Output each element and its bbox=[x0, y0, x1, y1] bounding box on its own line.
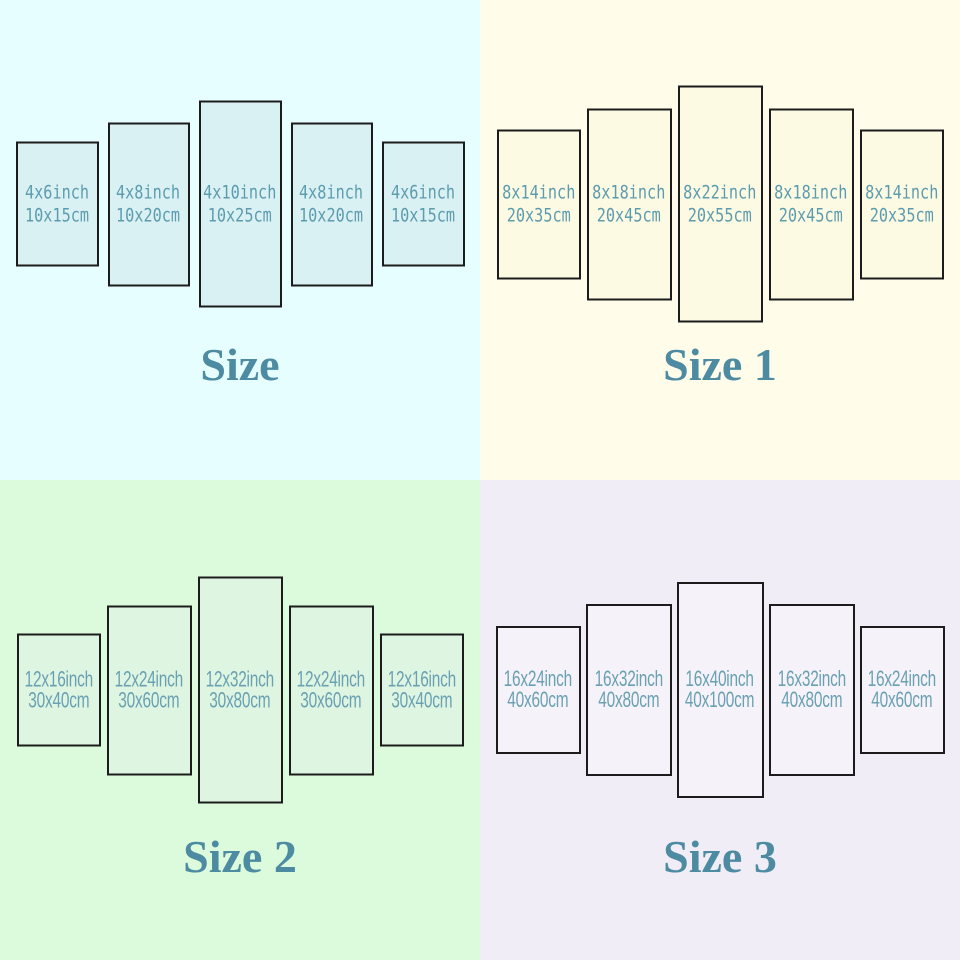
size-inches-text: 16x32inch bbox=[594, 666, 663, 692]
size-inches-text: 12x24inch bbox=[296, 666, 366, 692]
panel-size-label: 4x8inch 10x20cm bbox=[116, 182, 180, 226]
size-cm-text: 10x25cm bbox=[207, 204, 273, 226]
size-cm-text: 20x35cm bbox=[506, 204, 571, 226]
canvas-panel: 4x6inch 10x15cm bbox=[15, 141, 99, 267]
size-chart-quadrant: 12x16inch 30x40cm 12x24inch 30x60cm 12x3… bbox=[0, 480, 480, 960]
panel-size-label: 4x10inch 10x25cm bbox=[203, 182, 276, 226]
panel-size-label: 16x32inch 40x80cm bbox=[594, 666, 663, 712]
panel-size-label: 16x40inch 40x100cm bbox=[685, 666, 755, 712]
panel-size-label: 8x14inch 20x35cm bbox=[865, 182, 938, 226]
size-inches-text: 8x22inch bbox=[683, 181, 757, 204]
size-inches-text: 8x14inch bbox=[864, 181, 939, 204]
canvas-panel: 8x22inch 20x55cm bbox=[677, 85, 763, 323]
panel-size-label: 12x24inch 30x60cm bbox=[296, 666, 366, 712]
size-inches-text: 12x32inch bbox=[205, 666, 275, 692]
size-inches-text: 4x8inch bbox=[116, 181, 181, 204]
panel-size-label: 16x32inch 40x80cm bbox=[777, 666, 846, 712]
size-cm-text: 20x45cm bbox=[596, 204, 662, 226]
size-inches-text: 4x8inch bbox=[299, 181, 364, 204]
panel-size-label: 4x6inch 10x15cm bbox=[391, 182, 455, 226]
canvas-panel: 4x8inch 10x20cm bbox=[107, 122, 190, 286]
size-inches-text: 12x16inch bbox=[24, 666, 93, 692]
size-inches-text: 4x6inch bbox=[390, 181, 456, 204]
panel-size-label: 12x16inch 30x40cm bbox=[24, 666, 93, 712]
size-inches-text: 16x40inch bbox=[685, 666, 755, 692]
canvas-panel: 4x8inch 10x20cm bbox=[290, 122, 373, 286]
size-inches-text: 4x10inch bbox=[203, 181, 277, 204]
size-inches-text: 16x32inch bbox=[777, 666, 846, 692]
size-cm-text: 30x40cm bbox=[27, 687, 90, 712]
size-cm-text: 10x15cm bbox=[24, 204, 90, 226]
panel-size-label: 4x6inch 10x15cm bbox=[25, 182, 89, 226]
panel-size-label: 16x24inch 40x60cm bbox=[503, 666, 573, 712]
size-inches-text: 12x24inch bbox=[114, 666, 184, 692]
size-cm-text: 20x35cm bbox=[869, 204, 934, 226]
canvas-panel: 16x32inch 40x80cm bbox=[585, 604, 672, 776]
size-cm-text: 30x60cm bbox=[118, 687, 180, 712]
canvas-panel: 12x32inch 30x80cm bbox=[197, 576, 283, 804]
size-cm-text: 40x60cm bbox=[507, 687, 569, 712]
size-inches-text: 12x16inch bbox=[387, 666, 456, 692]
size-cm-text: 10x15cm bbox=[390, 204, 456, 226]
size-cm-text: 30x60cm bbox=[300, 687, 362, 712]
panels-row: 16x24inch 40x60cm 16x32inch 40x80cm 16x4… bbox=[480, 582, 960, 798]
panel-size-label: 8x18inch 20x45cm bbox=[774, 182, 847, 226]
panel-size-label: 12x24inch 30x60cm bbox=[114, 666, 184, 712]
canvas-panel: 4x10inch 10x25cm bbox=[198, 100, 282, 308]
size-cm-text: 30x40cm bbox=[390, 687, 453, 712]
size-cm-text: 10x20cm bbox=[299, 204, 364, 226]
panel-size-label: 8x22inch 20x55cm bbox=[683, 182, 756, 226]
panels-row: 12x16inch 30x40cm 12x24inch 30x60cm 12x3… bbox=[0, 576, 480, 804]
size-inches-text: 8x14inch bbox=[501, 181, 576, 204]
size-cm-text: 40x100cm bbox=[685, 687, 755, 712]
panels-row: 8x14inch 20x35cm 8x18inch 20x45cm 8x22in… bbox=[480, 85, 960, 323]
size-title: Size bbox=[200, 339, 280, 390]
size-title: Size 1 bbox=[663, 339, 777, 390]
panel-size-label: 12x32inch 30x80cm bbox=[205, 666, 275, 712]
canvas-panel: 16x24inch 40x60cm bbox=[495, 626, 581, 754]
size-title: Size 2 bbox=[183, 831, 297, 882]
canvas-panel: 16x32inch 40x80cm bbox=[768, 604, 855, 776]
canvas-panel: 8x18inch 20x45cm bbox=[768, 108, 854, 300]
size-inches-text: 8x18inch bbox=[774, 181, 848, 204]
size-cm-text: 40x80cm bbox=[780, 687, 843, 712]
panels-row: 4x6inch 10x15cm 4x8inch 10x20cm 4x10inch… bbox=[0, 100, 480, 308]
canvas-panel: 8x14inch 20x35cm bbox=[859, 129, 944, 279]
canvas-panel: 12x16inch 30x40cm bbox=[16, 633, 101, 747]
canvas-panel: 4x6inch 10x15cm bbox=[381, 141, 465, 267]
size-cm-text: 40x60cm bbox=[871, 687, 933, 712]
canvas-panel: 12x16inch 30x40cm bbox=[379, 633, 464, 747]
size-cm-text: 10x20cm bbox=[116, 204, 181, 226]
panel-size-label: 4x8inch 10x20cm bbox=[299, 182, 363, 226]
size-inches-text: 16x24inch bbox=[867, 666, 937, 692]
size-chart-quadrant: 8x14inch 20x35cm 8x18inch 20x45cm 8x22in… bbox=[480, 0, 960, 480]
size-cm-text: 30x80cm bbox=[209, 687, 271, 712]
panel-size-label: 12x16inch 30x40cm bbox=[387, 666, 456, 712]
canvas-panel: 8x14inch 20x35cm bbox=[496, 129, 581, 279]
size-title: Size 3 bbox=[663, 831, 777, 882]
canvas-panel: 8x18inch 20x45cm bbox=[586, 108, 672, 300]
size-inches-text: 4x6inch bbox=[24, 181, 90, 204]
size-cm-text: 40x80cm bbox=[597, 687, 660, 712]
size-cm-text: 20x55cm bbox=[687, 204, 753, 226]
size-cm-text: 20x45cm bbox=[778, 204, 844, 226]
size-inches-text: 16x24inch bbox=[503, 666, 573, 692]
canvas-panel: 16x40inch 40x100cm bbox=[676, 582, 764, 798]
canvas-panel: 12x24inch 30x60cm bbox=[288, 605, 374, 775]
panel-size-label: 8x14inch 20x35cm bbox=[502, 182, 575, 226]
size-chart-quadrant: 16x24inch 40x60cm 16x32inch 40x80cm 16x4… bbox=[480, 480, 960, 960]
panel-size-label: 8x18inch 20x45cm bbox=[592, 182, 665, 226]
size-chart-quadrant: 4x6inch 10x15cm 4x8inch 10x20cm 4x10inch… bbox=[0, 0, 480, 480]
canvas-panel: 16x24inch 40x60cm bbox=[859, 626, 945, 754]
canvas-panel: 12x24inch 30x60cm bbox=[106, 605, 192, 775]
panel-size-label: 16x24inch 40x60cm bbox=[867, 666, 937, 712]
size-inches-text: 8x18inch bbox=[592, 181, 666, 204]
